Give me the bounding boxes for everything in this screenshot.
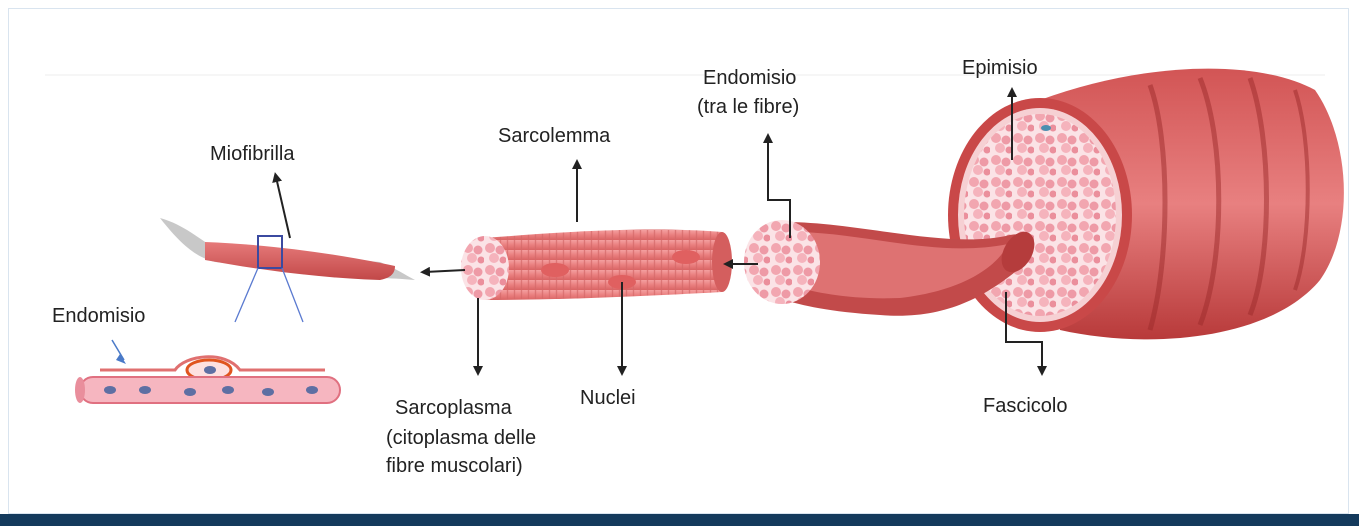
label-nuclei: Nuclei (580, 387, 636, 409)
nucleus (672, 250, 700, 264)
label-sarcoplasma-sub1: (citoplasma delle (386, 427, 536, 449)
muscle-fiber (461, 230, 732, 300)
nucleus (184, 388, 196, 396)
bottom-bar (0, 514, 1359, 526)
fascicle-cross-section (744, 220, 820, 304)
label-endomisio-top: Endomisio (703, 67, 796, 89)
fiber-cross-section (461, 236, 509, 300)
myofibril (160, 218, 415, 322)
nucleus (104, 386, 116, 394)
label-sarcoplasma: Sarcoplasma (395, 397, 513, 419)
nucleus (222, 386, 234, 394)
label-fascicolo: Fascicolo (983, 395, 1067, 417)
nucleus (306, 386, 318, 394)
label-endomisio-top-sub: (tra le fibre) (697, 96, 799, 118)
nucleus (262, 388, 274, 396)
label-epimisio: Epimisio (962, 57, 1038, 79)
muscle-bundle (948, 69, 1344, 340)
muscle-structure-diagram: Miofibrilla Sarcolemma Endomisio (tra le… (0, 0, 1359, 514)
label-endomisio-left: Endomisio (52, 305, 145, 327)
label-miofibrilla: Miofibrilla (210, 143, 295, 165)
label-sarcolemma: Sarcolemma (498, 125, 611, 147)
label-sarcoplasma-sub2: fibre muscolari) (386, 455, 523, 477)
nucleus (139, 386, 151, 394)
nucleus (541, 263, 569, 277)
endomysium-detail (75, 340, 340, 403)
